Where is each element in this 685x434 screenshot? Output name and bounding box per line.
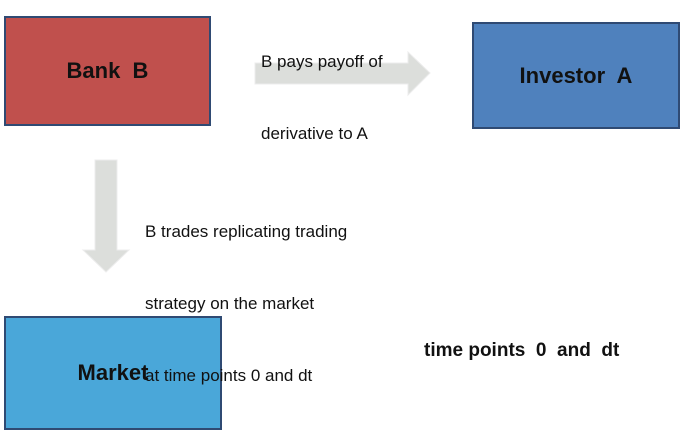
arrow-bank-to-investor [254,50,431,97]
trading-arrow-label: B trades replicating trading strategy on… [145,172,347,434]
trading-label-line-1: B trades replicating trading [145,222,348,241]
bank-b-box: Bank B [4,16,211,126]
time-points-note: time points 0 and dt [424,340,620,361]
arrow-bank-to-market [81,159,131,273]
trading-label-line-3: at time points 0 and dt [145,366,313,385]
payoff-label-line-1: B pays payoff of [261,52,383,71]
bank-b-label: Bank B [66,58,149,83]
investor-a-box: Investor A [472,22,680,129]
trading-label-line-2: strategy on the market [145,294,315,313]
market-box: Market [4,316,222,430]
payoff-label-line-2: derivative to A [261,124,368,143]
payoff-arrow-label: B pays payoff of derivative to A [261,2,383,194]
market-label: Market [77,360,149,385]
investor-a-label: Investor A [519,62,633,88]
